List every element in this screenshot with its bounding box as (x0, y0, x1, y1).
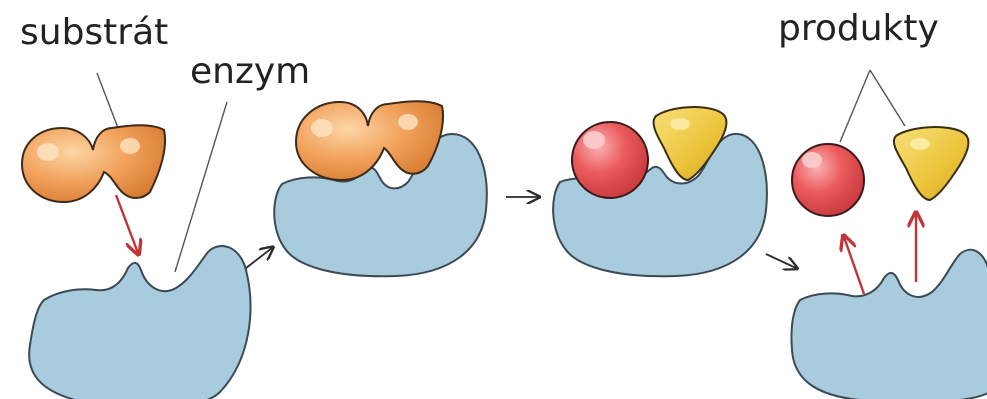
step-arrow-3 (766, 254, 796, 268)
bound-substrate (296, 101, 443, 180)
products-leader-line-left (840, 70, 870, 142)
enzyme-free (29, 246, 250, 399)
products-label: produkty (778, 8, 939, 49)
product-sphere (792, 144, 864, 216)
enzyme-label: enzym (190, 51, 310, 92)
binding-arrow (116, 195, 138, 253)
product-sphere-bound (572, 122, 648, 198)
substrate-leader-line (97, 73, 118, 128)
release-arrow-left (844, 237, 864, 294)
product-triangle (894, 127, 969, 200)
enzyme-released (791, 250, 987, 399)
substrate-molecule (22, 125, 165, 202)
products-leader-line-right (870, 70, 905, 126)
substrate-label: substrát (20, 12, 168, 53)
step-arrow-1 (246, 248, 272, 268)
